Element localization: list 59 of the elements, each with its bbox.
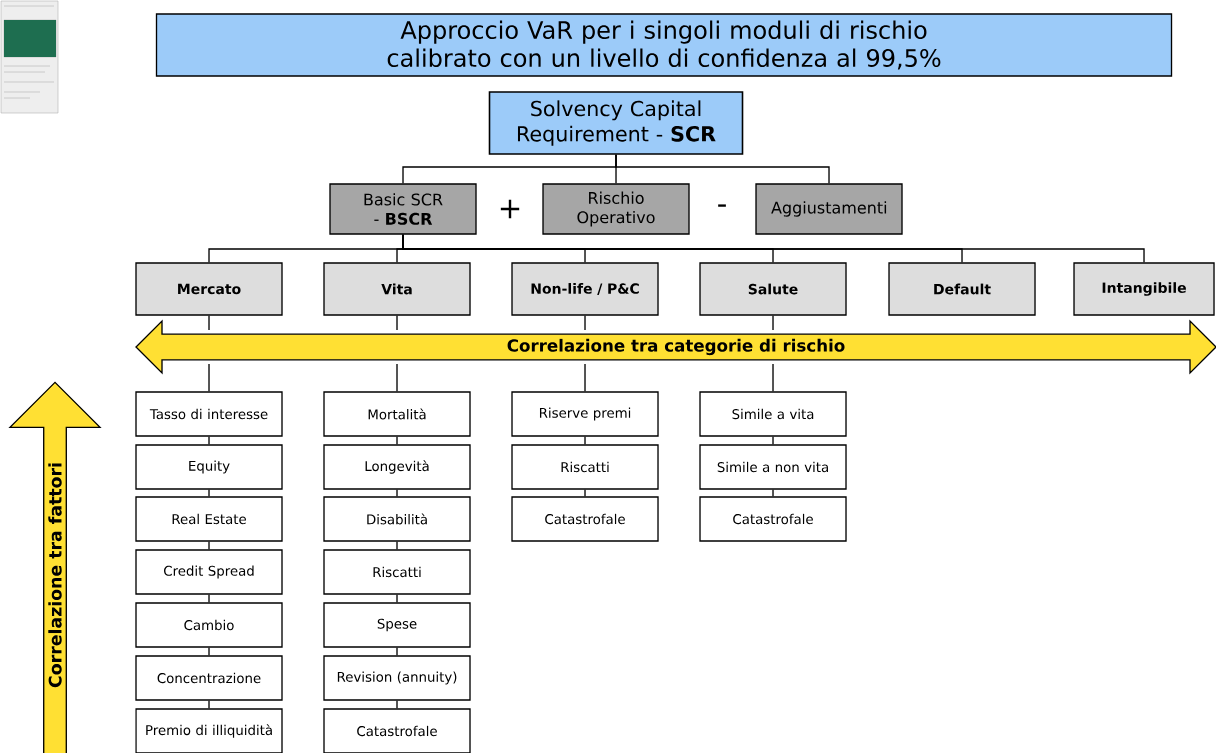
- category-box: Default: [888, 262, 1036, 316]
- factor-box: Disabilità: [323, 496, 471, 542]
- factor-box: Catastrofale: [323, 708, 471, 753]
- connector: [772, 363, 774, 392]
- category-box: Non-life / P&C: [511, 262, 659, 316]
- category-box: Salute: [699, 262, 847, 316]
- connector: [208, 363, 210, 392]
- connector: [208, 594, 210, 603]
- factor-box: Concentrazione: [135, 655, 283, 701]
- connector: [772, 489, 774, 497]
- connector: [208, 541, 210, 550]
- connector: [396, 594, 398, 603]
- factor-box: Simile a vita: [699, 391, 847, 437]
- category-box: Vita: [323, 262, 471, 316]
- connector: [615, 154, 830, 184]
- operator-sign: +: [500, 199, 520, 219]
- connector: [396, 436, 398, 445]
- connector: [396, 647, 398, 656]
- factor-box: Longevità: [323, 444, 471, 490]
- connector: [772, 315, 774, 331]
- factor-box: Simile a non vita: [699, 444, 847, 490]
- connector: [208, 647, 210, 656]
- title-box: Approccio VaR per i singoli moduli di rischio calibrato con un livello di confidenza al 99,5%: [155, 13, 1173, 77]
- factor-box: Credit Spread: [135, 549, 283, 595]
- factor-box: Catastrofale: [699, 496, 847, 542]
- connector: [396, 363, 398, 392]
- operator-sign: -: [718, 204, 726, 207]
- connector: [396, 315, 398, 331]
- connector: [584, 436, 586, 445]
- connector: [208, 489, 210, 497]
- factor-box: Real Estate: [135, 496, 283, 542]
- connector: [396, 541, 398, 550]
- process-box: Aggiustamenti: [755, 183, 903, 235]
- factor-box: Riscatti: [323, 549, 471, 595]
- process-box: Solvency Capital Requirement - SCR: [488, 91, 744, 155]
- factor-box: Cambio: [135, 602, 283, 648]
- connector: [584, 489, 586, 497]
- connector: [584, 363, 586, 392]
- category-box: Intangibile: [1073, 262, 1215, 316]
- factor-box: Tasso di interesse: [135, 391, 283, 437]
- connector: [208, 315, 210, 331]
- factor-box: Mortalità: [323, 391, 471, 437]
- connector: [584, 315, 586, 331]
- connector: [772, 436, 774, 445]
- connector: [208, 436, 210, 445]
- factor-box: Premio di illiquidità: [135, 708, 283, 753]
- connector: [396, 489, 398, 497]
- factor-box: Revision (annuity): [323, 655, 471, 701]
- process-box: Rischio Operativo: [542, 183, 690, 235]
- factor-box: Equity: [135, 444, 283, 490]
- factor-box: Spese: [323, 602, 471, 648]
- category-box: Mercato: [135, 262, 283, 316]
- factor-box: Riscatti: [511, 444, 659, 490]
- factor-box: Riserve premi: [511, 391, 659, 437]
- connector: [208, 700, 210, 709]
- connector: [402, 234, 1145, 263]
- connector: [396, 700, 398, 709]
- process-box: Basic SCR - BSCR: [329, 183, 477, 235]
- factor-box: Catastrofale: [511, 496, 659, 542]
